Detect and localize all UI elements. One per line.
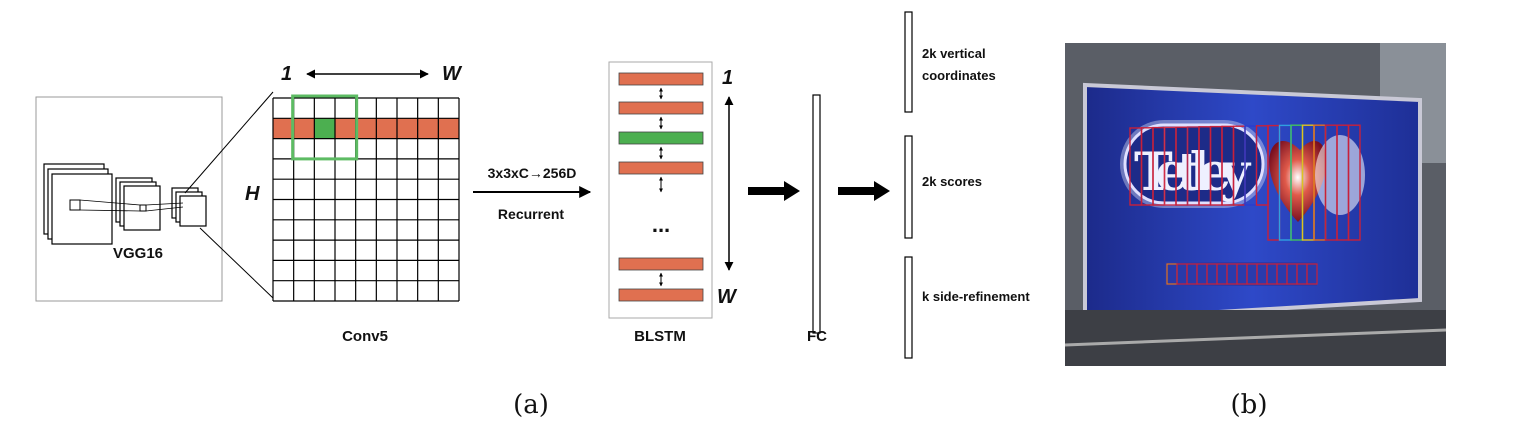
blstm-top-index: 1 [722, 67, 733, 89]
fc-arrow-2 [838, 181, 890, 201]
blstm-cell [618, 257, 704, 271]
conv5-feature-map [272, 94, 460, 302]
caption-b: (b) [1231, 390, 1268, 420]
caption-a: (a) [513, 390, 549, 420]
output-refine-label: k side-refinement [922, 289, 1030, 304]
output-scores-bar [904, 135, 913, 239]
text-proposal-box [1347, 124, 1361, 241]
conv-w-start: 1 [281, 63, 292, 85]
conv5-label: Conv5 [342, 328, 388, 345]
output-vertical-label-1: 2k vertical [922, 46, 986, 61]
sliding-window-3x3 [291, 94, 359, 161]
conv-active-cell [314, 118, 335, 139]
example-photo: Tetley [1064, 43, 1447, 366]
output-vertical-label-2: coordinates [922, 68, 996, 83]
vgg16-block: VGG16 [35, 96, 223, 302]
output-refine-bar [904, 256, 913, 359]
blstm-cell [618, 161, 704, 175]
conv-w-end: W [442, 63, 463, 85]
blstm-cell [618, 288, 704, 302]
blstm-block: ... [608, 61, 713, 319]
blstm-cell [618, 72, 704, 86]
vgg16-label: VGG16 [113, 245, 163, 262]
transform-bottom-label: Recurrent [498, 206, 564, 222]
transform-top-label: 3x3xC→256D [488, 165, 577, 181]
output-scores-label: 2k scores [922, 174, 982, 189]
conv-h-label: H [245, 183, 260, 205]
blstm-cell [618, 131, 704, 145]
fc-arrow-1 [748, 181, 800, 201]
output-vertical-bar [904, 11, 913, 113]
blstm-ellipsis: ... [652, 212, 670, 237]
blstm-bottom-index: W [717, 286, 738, 308]
fc-label: FC [807, 328, 827, 345]
blstm-label: BLSTM [634, 328, 686, 345]
fc-layer [812, 94, 821, 334]
conv-sliding-row [273, 118, 459, 139]
blstm-cell [618, 101, 704, 115]
text-proposal-box [1306, 263, 1318, 285]
